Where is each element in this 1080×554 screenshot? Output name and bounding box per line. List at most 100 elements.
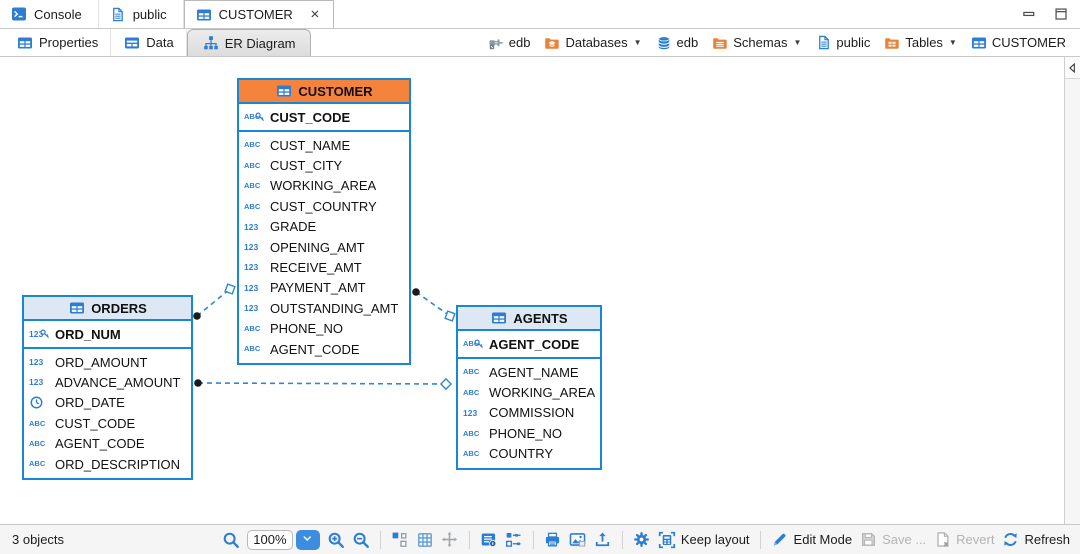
column-type-icon: ABC <box>244 201 261 211</box>
revert-button: Revert <box>933 531 994 549</box>
breadcrumb-item-databases[interactable]: Databases▼ <box>543 34 642 52</box>
column-row: ABC PHONE_NO <box>458 423 600 443</box>
entity-header[interactable]: AGENTS <box>458 307 600 331</box>
save-as-picture-icon[interactable] <box>569 531 587 549</box>
column-type-icon: 123 <box>244 303 259 314</box>
er-diagram-canvas[interactable]: CUSTOMER ABC CUST_CODE ABC CUST_NAME ABC… <box>0 57 1080 524</box>
breadcrumb-item-customer[interactable]: CUSTOMER <box>970 34 1066 52</box>
edit-mode-button[interactable]: Edit Mode <box>771 531 852 549</box>
zoom-out-icon[interactable] <box>352 531 370 549</box>
entity-key-section: 123 ORD_NUM <box>24 321 191 349</box>
toggle-grid-icon[interactable] <box>416 531 434 549</box>
column-type-icon <box>29 395 51 410</box>
chevron-down-icon[interactable]: ▼ <box>633 38 642 47</box>
save-icon <box>859 531 877 549</box>
entity-customer[interactable]: CUSTOMER ABC CUST_CODE ABC CUST_NAME ABC… <box>237 78 411 366</box>
column-name: ADVANCE_AMOUNT <box>55 375 181 391</box>
entity-agents[interactable]: AGENTS ABC AGENT_CODE ABC AGENT_NAME ABC… <box>456 305 602 470</box>
column-row: 123 OPENING_AMT <box>239 237 409 257</box>
breadcrumb-item-edb[interactable]: edb <box>487 34 531 52</box>
column-name: ORD_DATE <box>55 395 125 411</box>
column-row: 123 ADVANCE_AMOUNT <box>24 372 191 392</box>
refresh-icon <box>1001 531 1019 549</box>
tab-er-diagram[interactable]: ER Diagram <box>186 29 311 56</box>
entity-header[interactable]: ORDERS <box>24 297 191 321</box>
column-name: PHONE_NO <box>489 425 562 441</box>
tab-label: CUSTOMER <box>218 7 293 22</box>
breadcrumb-item-edb[interactable]: edb <box>655 34 698 52</box>
export-icon[interactable] <box>594 531 612 549</box>
entity-header[interactable]: CUSTOMER <box>239 80 409 104</box>
column-row: 123 PAYMENT_AMT <box>239 278 409 298</box>
column-type-icon: ABC <box>29 459 46 469</box>
breadcrumb-item-public[interactable]: public <box>814 34 870 52</box>
keep-layout-button[interactable]: Keep layout <box>658 531 750 549</box>
entity-name: ORDERS <box>91 300 147 316</box>
diagram-settings-icon[interactable] <box>633 531 651 549</box>
column-name: OPENING_AMT <box>270 239 365 255</box>
column-row: 123 GRADE <box>239 217 409 237</box>
table-icon <box>275 82 293 100</box>
tab-properties[interactable]: Properties <box>4 29 112 56</box>
chevron-down-icon[interactable]: ▼ <box>793 38 802 47</box>
view-settings-icon[interactable] <box>505 531 523 549</box>
revert-icon <box>933 531 951 549</box>
column-row: ABC CUST_COUNTRY <box>239 196 409 216</box>
column-row: ABC AGENT_CODE <box>239 339 409 359</box>
tab-data[interactable]: Data <box>111 29 187 56</box>
minimize-icon[interactable] <box>1020 5 1038 23</box>
entity-orders[interactable]: ORDERS 123 ORD_NUM 123 ORD_AMOUNT 123 AD… <box>22 295 193 481</box>
properties-icon <box>16 34 34 52</box>
column-type-icon: ABC <box>463 428 480 438</box>
column-name: RECEIVE_AMT <box>270 260 362 276</box>
editor-tab-customer[interactable]: CUSTOMER <box>183 0 334 28</box>
tab-label: Properties <box>39 35 99 50</box>
editor-tab--edb-console[interactable]: Console <box>0 0 99 28</box>
pencil-icon <box>771 531 789 549</box>
refresh-button[interactable]: Refresh <box>1001 531 1070 549</box>
column-name: PAYMENT_AMT <box>270 280 366 296</box>
column-type-icon: 123 <box>244 241 259 252</box>
close-icon[interactable] <box>307 6 325 24</box>
breadcrumb-label: edb <box>508 35 531 50</box>
column-row: ABC CUST_CODE <box>24 413 191 433</box>
separator <box>468 530 470 549</box>
key-icon <box>255 110 265 125</box>
chevron-down-icon[interactable]: ▼ <box>948 38 957 47</box>
column-type-icon: 123 <box>29 377 44 388</box>
auto-arrange-icon[interactable] <box>391 531 409 549</box>
editor-tab-public[interactable]: public <box>99 0 184 28</box>
file-icon <box>109 5 127 23</box>
show-attributes-icon[interactable] <box>480 531 498 549</box>
table-icon <box>970 34 988 52</box>
entity-key-section: ABC AGENT_CODE <box>458 331 600 359</box>
column-name: CUST_CODE <box>55 415 136 431</box>
entity-name: AGENTS <box>513 310 568 326</box>
key-icon <box>474 337 484 352</box>
zoom-search-icon[interactable] <box>222 531 240 549</box>
column-type-icon: 123 <box>29 330 51 339</box>
column-type-icon: ABC <box>463 367 480 377</box>
entity-columns-section: ABC AGENT_NAME ABC WORKING_AREA 123 COMM… <box>458 359 600 468</box>
zoom-in-icon[interactable] <box>327 531 345 549</box>
column-type-icon: 123 <box>29 356 44 367</box>
schema-icon <box>814 34 832 52</box>
zoom-level-input[interactable]: 100% <box>246 529 293 550</box>
breadcrumb-item-tables[interactable]: Tables▼ <box>883 34 957 52</box>
breadcrumb-item-schemas[interactable]: Schemas▼ <box>711 34 801 52</box>
keep-layout-label: Keep layout <box>680 532 750 547</box>
breadcrumb: edb Databases▼ edb Schemas▼ public Tables▼ CUS… <box>487 29 1066 56</box>
column-type-icon: ABC <box>29 418 46 428</box>
column-name: PHONE_NO <box>270 321 343 337</box>
move-icon <box>441 531 459 549</box>
save-button: Save ... <box>859 531 926 549</box>
column-name: COUNTRY <box>489 446 554 462</box>
column-name: CUST_CODE <box>270 109 351 125</box>
print-icon[interactable] <box>544 531 562 549</box>
maximize-icon[interactable] <box>1052 5 1070 23</box>
palette-collapse-button[interactable] <box>1065 57 1080 79</box>
collapse-left-icon <box>1065 59 1080 77</box>
entity-columns-section: 123 ORD_AMOUNT 123 ADVANCE_AMOUNT ORD_DA… <box>24 349 191 478</box>
zoom-dropdown-button[interactable] <box>295 529 320 550</box>
